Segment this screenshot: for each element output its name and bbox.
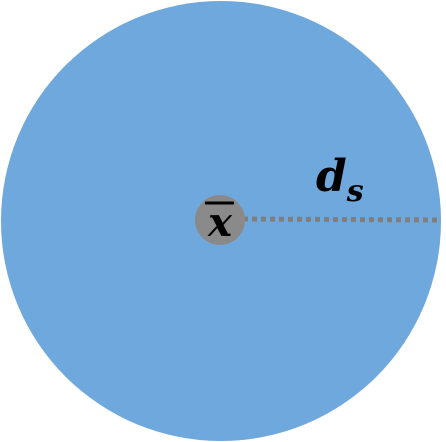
radius-label-main: d (316, 151, 347, 202)
radius-label: ds (316, 151, 364, 209)
center-point (195, 195, 245, 245)
radius-label-subscript: s (346, 174, 364, 209)
radius-line (242, 216, 440, 223)
center-label: x (207, 199, 233, 246)
